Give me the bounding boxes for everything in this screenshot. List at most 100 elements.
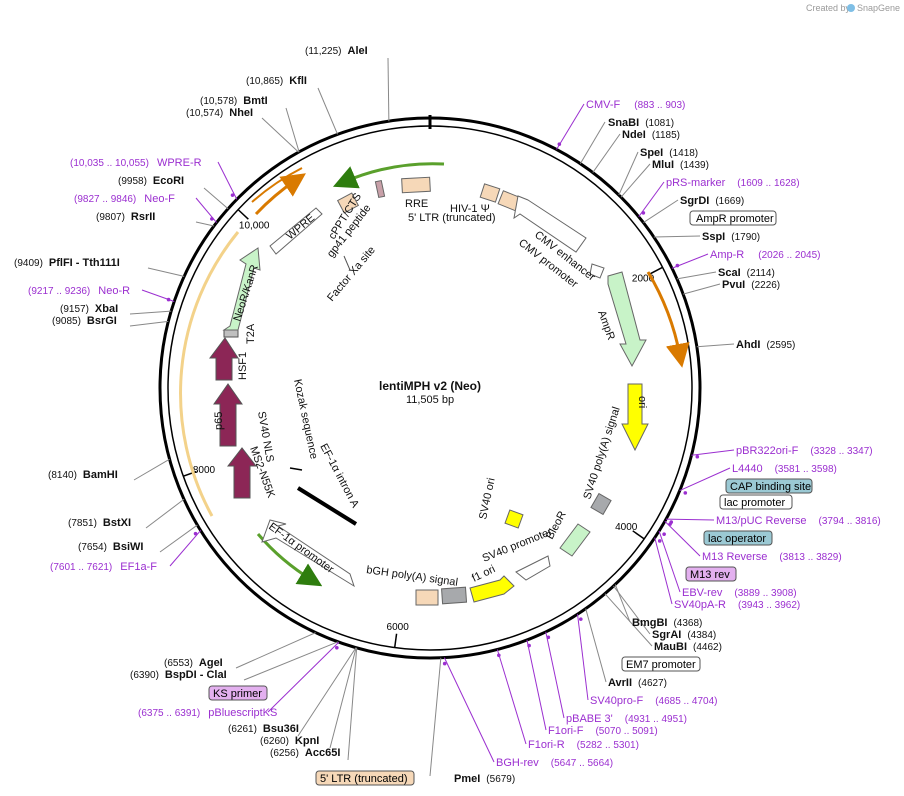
- em7-promoter-box[interactable]: EM7 promoter: [621, 656, 701, 672]
- site-leader-r3: [620, 163, 651, 198]
- primer-label-sv40pa-r[interactable]: SV40pA-R(3943 .. 3962): [674, 599, 800, 611]
- site-label-ecori[interactable]: (9958)EcoRI: [118, 175, 184, 187]
- wpre-label: WPRE: [284, 212, 317, 242]
- site-leader-r2: [618, 151, 639, 196]
- site-label-snabi[interactable]: SnaBI(1081): [608, 117, 674, 129]
- wpre-feature[interactable]: [269, 207, 323, 255]
- primer-label-l4440[interactable]: L4440(3581 .. 3598): [732, 463, 837, 475]
- site-leader-l3: [261, 117, 299, 153]
- bgh-pa-label: bGH poly(A) signal: [366, 564, 459, 589]
- ltr-truncated-box[interactable]: 5' LTR (truncated): [315, 770, 415, 786]
- site-label-clai[interactable]: (6390)BspDI - ClaI: [130, 669, 227, 681]
- primer-label-wpre-r[interactable]: (10,035 .. 10,055)WPRE-R: [70, 157, 202, 169]
- primer-label-amp-r[interactable]: Amp-R(2026 .. 2045): [710, 249, 821, 261]
- site-label-bsu36i[interactable]: (6261)Bsu36I: [228, 723, 299, 735]
- gp41-feature[interactable]: [374, 179, 386, 199]
- sv40-ori-feature[interactable]: [504, 509, 524, 529]
- cap-binding-site-box[interactable]: CAP binding site: [725, 478, 813, 494]
- primer-label-ef1a-f[interactable]: (7601 .. 7621)EF1a-F: [50, 561, 157, 573]
- site-label-sspi[interactable]: SspI(1790): [702, 231, 760, 243]
- site-label-bsiwi[interactable]: (7654)BsiWI: [78, 541, 143, 553]
- kozak-mark: [289, 467, 303, 471]
- cmv-enhancer-feature[interactable]: [513, 195, 587, 253]
- ef1a-promoter-feature[interactable]: [261, 519, 355, 588]
- p65-feature[interactable]: [213, 383, 243, 447]
- left-primer-labels: (10,035 .. 10,055)WPRE-R (9827 .. 9846)N…: [28, 157, 277, 719]
- primer-label-m13-puc-reverse[interactable]: M13/pUC Reverse(3794 .. 3816): [716, 515, 881, 527]
- site-label-agei[interactable]: (6553)AgeI: [164, 657, 223, 669]
- site-label-xbai[interactable]: (9157)XbaI: [60, 303, 118, 315]
- site-label-pvui[interactable]: PvuI(2226): [722, 279, 780, 291]
- site-label-rsrii[interactable]: (9807)RsrII: [96, 211, 155, 223]
- ampr-promoter-box[interactable]: AmpR promoter: [689, 210, 777, 226]
- site-label-nhei[interactable]: (10,574)NheI: [186, 107, 253, 119]
- primer-label-pbr322ori-f[interactable]: pBR322ori-F(3328 .. 3347): [736, 445, 873, 457]
- primer-label-prs-marker[interactable]: pRS-marker(1609 .. 1628): [666, 177, 800, 189]
- right-primer-labels: CMV-F(883 .. 903) pRS-marker(1609 .. 162…: [496, 99, 881, 769]
- site-label-kpni[interactable]: (6260)KpnI: [260, 735, 319, 747]
- primer-leader-r4-marker: [683, 491, 688, 495]
- site-label-avrii[interactable]: AvrII(4627): [608, 677, 667, 689]
- p65-label: p65: [213, 412, 225, 430]
- primer-leader-l0: [217, 161, 238, 200]
- site-label-spei[interactable]: SpeI(1418): [640, 147, 698, 159]
- tick-mark-2: [393, 633, 398, 648]
- site-label-scai[interactable]: ScaI(2114): [718, 267, 775, 279]
- site-label-kfli[interactable]: (10,865)KflI: [246, 75, 307, 87]
- site-label-sgrdi[interactable]: SgrDI(1669): [680, 195, 744, 207]
- primer-label-pbabe3[interactable]: pBABE 3'(4931 .. 4951): [566, 713, 687, 725]
- cmv-promoter-feature[interactable]: [589, 263, 605, 279]
- primer-label-pbluescriptks[interactable]: (6375 .. 6391)pBluescriptKS: [138, 707, 277, 719]
- site-label-pmei[interactable]: PmeI(5679): [454, 773, 515, 785]
- site-label-ndei[interactable]: NdeI(1185): [622, 129, 680, 141]
- site-label-maubi[interactable]: MauBI(4462): [654, 641, 722, 653]
- site-label-bstxi[interactable]: (7851)BstXI: [68, 517, 131, 529]
- primer-label-f1ori-r[interactable]: F1ori-R(5282 .. 5301): [528, 739, 639, 751]
- primer-label-cmv-f[interactable]: CMV-F(883 .. 903): [586, 99, 685, 111]
- site-leader-l10: [145, 498, 185, 529]
- primer-leader-r9-marker: [579, 617, 583, 621]
- ampr-feature[interactable]: [607, 271, 647, 368]
- site-label-bsrgi[interactable]: (9085)BsrGI: [52, 315, 117, 327]
- primer-label-ebv-rev[interactable]: EBV-rev(3889 .. 3908): [682, 587, 797, 599]
- site-label-bmgbi[interactable]: BmgBI(4368): [632, 617, 702, 629]
- lac-operator-box[interactable]: lac operator: [703, 530, 773, 546]
- rre-feature[interactable]: [401, 176, 431, 194]
- ltr3-feature[interactable]: [415, 589, 439, 606]
- ks-primer-box[interactable]: KS primer: [208, 685, 268, 701]
- site-label-sgrai[interactable]: SgrAI(4384): [652, 629, 716, 641]
- sv40-promoter-feature[interactable]: [515, 555, 551, 581]
- primer-label-sv40pro-f[interactable]: SV40pro-F(4685 .. 4704): [590, 695, 717, 707]
- primer-label-f1ori-f[interactable]: F1ori-F(5070 .. 5091): [548, 725, 658, 737]
- neor-feature[interactable]: [222, 247, 261, 331]
- cppt-feature[interactable]: [336, 192, 360, 214]
- primer-label-m13-reverse[interactable]: M13 Reverse(3813 .. 3829): [702, 551, 842, 563]
- t2a-feature[interactable]: [223, 329, 239, 338]
- sv40-pa-label: SV40 poly(A) signal: [581, 405, 622, 501]
- primer-label-neo-f[interactable]: (9827 .. 9846)Neo-F: [74, 193, 175, 205]
- primer-label-bgh-rev[interactable]: BGH-rev(5647 .. 5664): [496, 757, 613, 769]
- site-label-bmti[interactable]: (10,578)BmtI: [200, 95, 268, 107]
- site-label-alei[interactable]: (11,225)AleI: [305, 45, 368, 57]
- site-label-bamhi[interactable]: (8140)BamHI: [48, 469, 118, 481]
- hsf1-feature[interactable]: [209, 337, 239, 381]
- site-leader-l12: [235, 632, 316, 669]
- site-label-acc65i[interactable]: (6256)Acc65I: [270, 747, 340, 759]
- lac-promoter-box[interactable]: lac promoter: [719, 494, 793, 510]
- bleor-feature[interactable]: [559, 523, 591, 557]
- bgh-pa-feature[interactable]: [441, 586, 468, 605]
- site-label-mlui[interactable]: MluI(1439): [652, 159, 709, 171]
- ef1a-intron-feature[interactable]: [296, 486, 358, 526]
- site-label-ahdi[interactable]: AhdI(2595): [736, 339, 795, 351]
- f1-ori-feature[interactable]: [469, 575, 515, 603]
- ori-feature[interactable]: [621, 383, 649, 452]
- primer-leader-r8: [654, 537, 673, 605]
- primer-label-neo-r[interactable]: (9217 .. 9236)Neo-R: [28, 285, 130, 297]
- site-leader-l13: [243, 641, 339, 681]
- orf-arc-wpre-a: [254, 173, 306, 216]
- ms2-feature[interactable]: [226, 447, 258, 499]
- sv40-pa-feature[interactable]: [590, 492, 612, 516]
- site-label-pflfi[interactable]: (9409)PflFI - Tth111I: [14, 257, 120, 269]
- m13-rev-box[interactable]: M13 rev: [685, 566, 737, 582]
- ltr-feature[interactable]: [479, 183, 501, 203]
